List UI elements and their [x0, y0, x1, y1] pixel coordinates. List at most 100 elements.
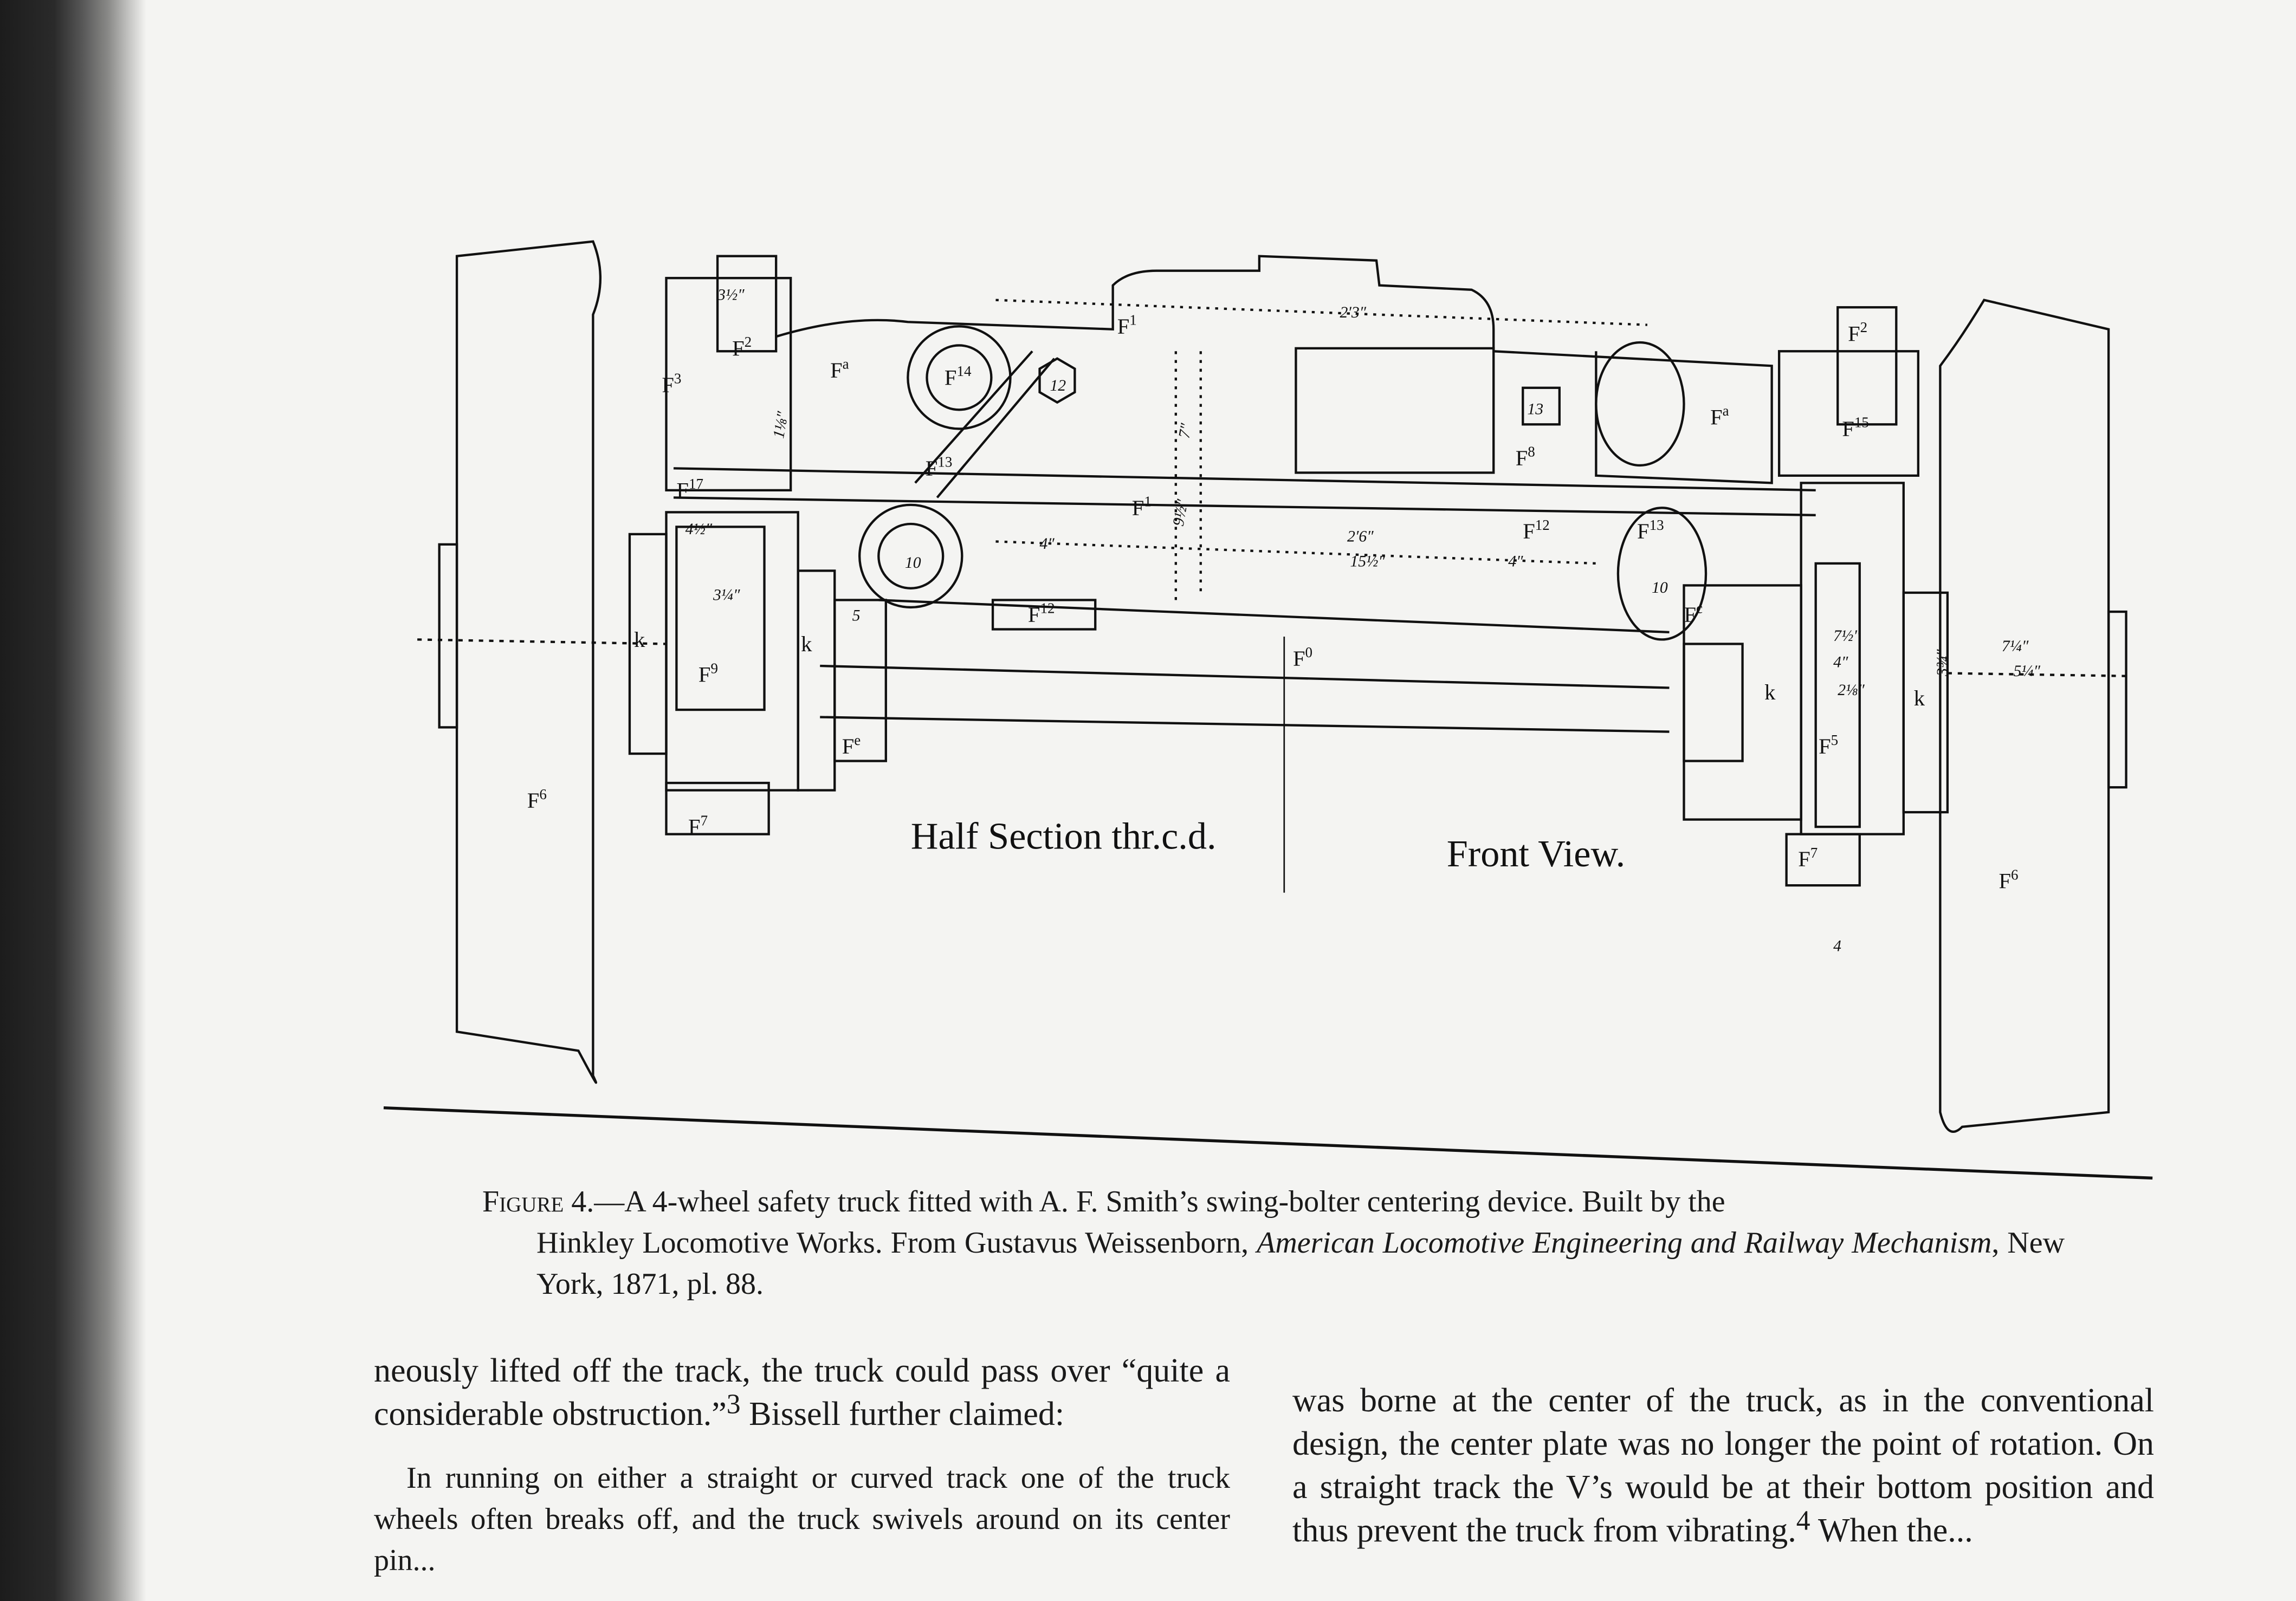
right-spring [1814, 562, 1861, 828]
part-superscript: 1 [1129, 312, 1137, 328]
dimension-label: 4 [1833, 938, 1841, 955]
part-letter: F [926, 456, 938, 481]
part-letter: F [688, 815, 701, 839]
part-letter: k [634, 627, 645, 652]
part-superscript: 0 [1305, 644, 1313, 660]
right-wheel [1939, 299, 2110, 1133]
figure-caption: Figure 4.—A 4-wheel safety truck fitted … [482, 1181, 2065, 1305]
part-label: F2 [732, 334, 752, 360]
left-upper-frame [665, 277, 792, 492]
part-letter: k [1764, 680, 1776, 704]
part-superscript: 15 [1854, 414, 1869, 431]
part-letter: k [801, 632, 812, 656]
part-superscript: a [1723, 403, 1729, 419]
right-link-upper [1595, 341, 1685, 467]
part-superscript: 6 [539, 786, 547, 802]
axle-centerline [417, 638, 2131, 678]
part-superscript: 9 [710, 660, 718, 677]
view-title-front-view: Front View. [1447, 833, 1625, 875]
part-letter: F [1684, 602, 1696, 627]
part-letter: F [1293, 646, 1305, 671]
caption-line-1: —A 4-wheel safety truck fitted with A. F… [594, 1185, 1725, 1218]
nut [1038, 357, 1076, 404]
part-label: F1 [1132, 494, 1152, 520]
part-superscript: 3 [674, 371, 682, 387]
part-letter: F [1798, 847, 1810, 871]
dimension-label: 7¼″ [2002, 638, 2029, 655]
part-letter: F [1516, 446, 1528, 470]
left-column: neously lifted off the track, the truck … [374, 1349, 1230, 1581]
dimension-label: 1⅛″ [770, 410, 792, 440]
right-axle-hub [2107, 610, 2127, 789]
frame-bar-top [673, 467, 1816, 492]
part-superscript: 5 [1831, 732, 1839, 748]
left-spring-cap [665, 781, 770, 835]
dimension-label: 7″ [1176, 422, 1195, 440]
dimension-label: 10 [1652, 579, 1668, 597]
upper-pin [907, 325, 1012, 430]
bottom-plate [991, 599, 1097, 631]
part-superscript: e [854, 732, 861, 748]
part-label: F17 [676, 476, 703, 502]
part-letter: F [662, 373, 674, 397]
part-label: F12 [1523, 517, 1550, 543]
part-superscript: 8 [1528, 444, 1535, 460]
part-label: F15 [1842, 414, 1869, 441]
part-label: k [1914, 686, 1925, 710]
view-title-half-section: Half Section thr.c.d. [911, 815, 1217, 858]
part-superscript: 7 [1810, 845, 1818, 861]
center-block [1295, 347, 1495, 474]
part-superscript: 6 [2011, 866, 2019, 883]
book-binding-shadow [0, 0, 146, 1601]
part-label: Fa [1710, 403, 1729, 429]
dimension-label: 4½″ [685, 521, 713, 538]
part-superscript: a [843, 356, 849, 372]
footnote-ref-3[interactable]: 3 [726, 1389, 741, 1420]
source-title-b: Mechanism [1852, 1226, 1992, 1260]
upper-pin-inner [926, 344, 993, 411]
right-upper-frame [1777, 350, 1920, 477]
square-bolt [1522, 386, 1561, 426]
footnote-ref-4[interactable]: 4 [1796, 1505, 1810, 1537]
part-superscript: 12 [1535, 517, 1550, 533]
caption-line-3: , New York, 1871, pl. 88. [536, 1226, 2065, 1301]
part-label: k [801, 632, 812, 656]
part-letter: F [1117, 314, 1130, 339]
part-letter: F [732, 336, 745, 360]
dimension-label: 4″ [1508, 553, 1523, 570]
part-superscript: 7 [701, 812, 708, 828]
dim-line-vertical [1174, 351, 1202, 600]
dim-line-2-3 [995, 299, 1648, 326]
part-letter: F [1132, 496, 1144, 520]
part-superscript: 1 [1144, 494, 1152, 510]
center-casting [775, 255, 1773, 484]
part-letter: F [842, 734, 855, 759]
figure-rule [383, 1106, 2153, 1180]
part-letter: F [1999, 869, 2011, 893]
dimension-label: 9½″ [1170, 498, 1192, 528]
lower-pin-inner [877, 522, 945, 590]
dimension-label: 3¼″ [713, 586, 740, 604]
dimension-label: 7½″ [1833, 627, 1860, 645]
part-superscript: c [1696, 600, 1703, 617]
left-paragraph: neously lifted off the track, the truck … [374, 1349, 1230, 1436]
part-letter: F [527, 788, 540, 813]
part-label: F7 [1798, 845, 1818, 871]
left-journal-box [665, 511, 799, 792]
dimension-label: 15½″ [1350, 553, 1385, 570]
dimension-label: 5¼″ [2013, 663, 2040, 680]
left-bolt-block [833, 599, 887, 762]
part-label: Fe [842, 732, 861, 759]
part-letter: k [1914, 686, 1925, 710]
part-letter: F [830, 358, 843, 383]
part-letter: F [1819, 734, 1831, 759]
part-letter: F [676, 478, 689, 502]
part-label: F14 [945, 363, 972, 390]
left-top-block [716, 255, 778, 353]
part-superscript: 12 [1040, 600, 1055, 617]
swing-link [914, 350, 1056, 498]
dimension-label: 12 [1050, 377, 1066, 394]
